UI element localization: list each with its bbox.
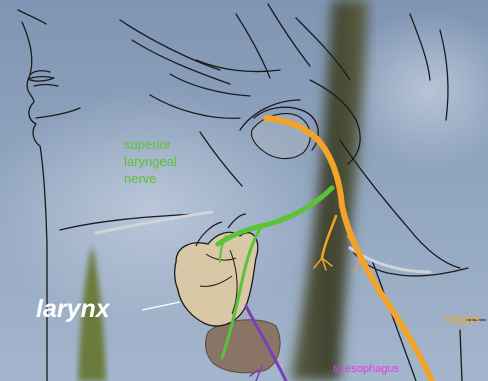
label-line-laryngeal: laryngeal xyxy=(124,153,177,170)
label-line-superior: superior xyxy=(124,136,177,153)
to-esophagus-label: to esophagus xyxy=(333,363,399,375)
larynx-label: larynx xyxy=(36,295,110,324)
superior-laryngeal-nerve-label: superior laryngeal nerve xyxy=(124,136,177,187)
vagus-label: vagus xyxy=(445,311,480,326)
label-line-nerve: nerve xyxy=(124,170,177,187)
